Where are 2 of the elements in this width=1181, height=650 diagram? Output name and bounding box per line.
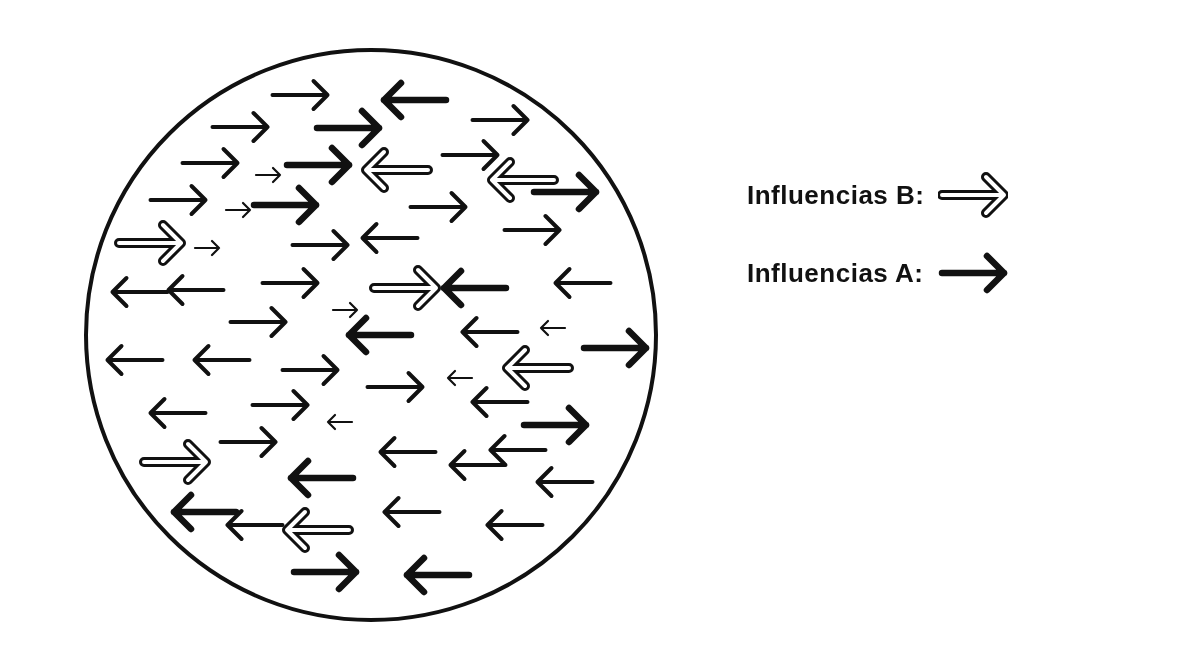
legend-label: Influencias A: [747,257,924,289]
legend-label: Influencias B: [747,179,925,211]
